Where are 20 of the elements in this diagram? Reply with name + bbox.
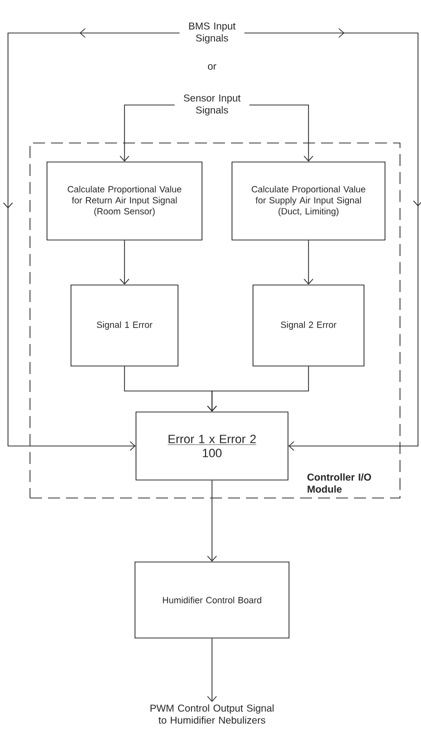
arrow (244, 28, 421, 451)
connector-word: or (208, 64, 216, 70)
signal-text: PWM Control Output Signal to Humidifier Nebulizers (150, 704, 274, 724)
arrow (207, 366, 309, 412)
arrow (249, 104, 314, 162)
module-label: Controller I/O Module (307, 473, 372, 493)
signal-text: Sensor Input Signals (184, 94, 241, 116)
arrow (120, 240, 130, 285)
arrow (207, 638, 217, 702)
signal-text: BMS Input Signals (189, 22, 236, 44)
process-box: Signal 2 Error (252, 284, 364, 366)
arrow (3, 28, 180, 451)
arrow (120, 104, 175, 162)
process-box: Error 1 x Error 2 100 (136, 412, 288, 480)
arrow (207, 480, 217, 562)
process-box: Calculate Proportional Value for Supply Air Input Signal (Duct, Limiting) (232, 162, 386, 240)
process-box: Calculate Proportional Value for Return Air Input Signal (Room Sensor) (46, 162, 202, 240)
process-box: Humidifier Control Board (134, 562, 290, 638)
process-box: Signal 1 Error (70, 284, 178, 366)
arrow (304, 240, 314, 285)
